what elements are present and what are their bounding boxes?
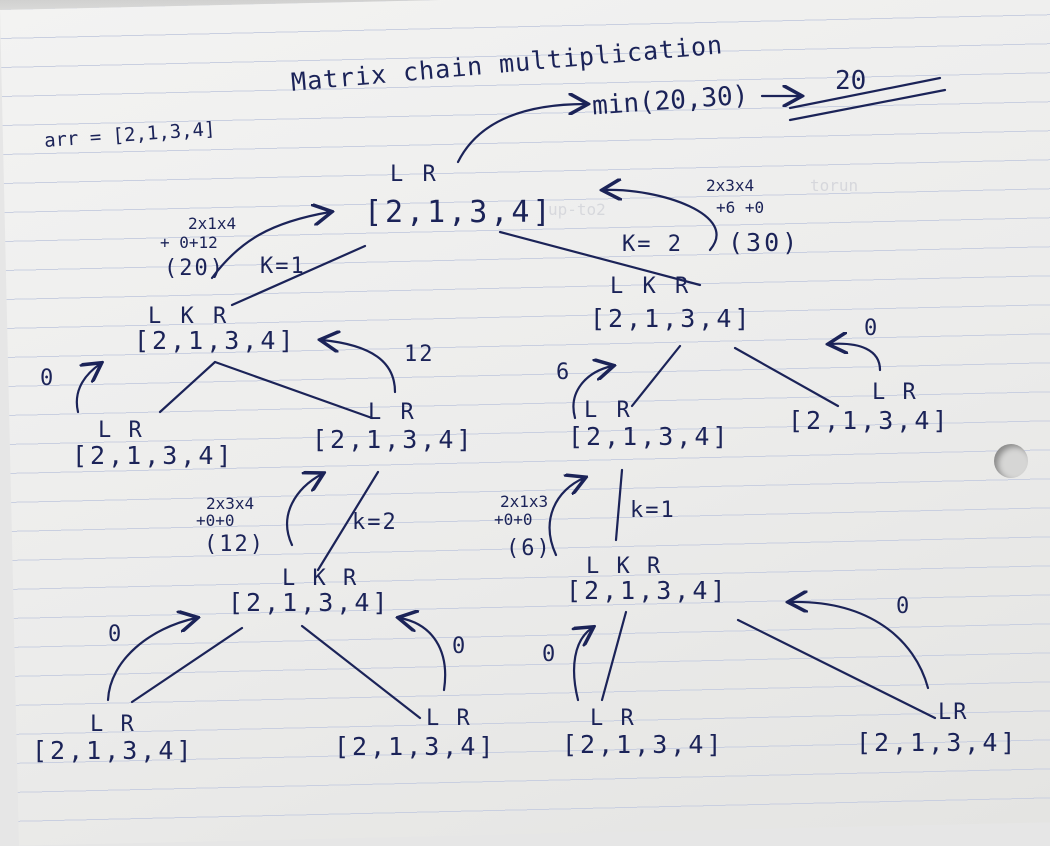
l1left-branch-left: [158, 360, 217, 414]
l3a-labels: L K R: [282, 566, 359, 591]
right-k-label: K= 2: [622, 232, 683, 257]
l4b-array: [2,1,3,4]: [334, 732, 497, 761]
l4b-cost-arrow: [400, 618, 447, 692]
l2b-branch: [316, 470, 380, 572]
l2b-calc-line1: 2x3x4: [206, 494, 255, 513]
right-value-arrow: [604, 190, 718, 252]
l4d-labels: LR: [938, 700, 969, 725]
right-calc-line2: +6 +0: [716, 198, 765, 217]
l3b-array: [2,1,3,4]: [566, 576, 729, 605]
l2b-k-label: k=2: [352, 510, 398, 535]
faded-text-b: torun: [810, 176, 859, 195]
l3b-branch-left: [600, 610, 628, 702]
l3b-labels: L K R: [586, 554, 663, 579]
l2c-array: [2,1,3,4]: [568, 422, 731, 451]
l1-right-labels: L K R: [610, 274, 691, 299]
l2b-labels: L R: [368, 400, 416, 425]
l2d-cost: 0: [864, 316, 880, 341]
right-calc-line1: 2x3x4: [706, 176, 755, 195]
left-calc-line2: + 0+12: [160, 233, 218, 252]
l2c-calc-line2: +0+0: [494, 510, 533, 529]
l3b-branch-right: [736, 618, 937, 720]
l2c-k-label: k=1: [630, 498, 676, 523]
l2c-calc-line1: 2x1x3: [500, 492, 549, 511]
binder-hole: [994, 444, 1028, 478]
l2b-calc-line2: +0+0: [196, 511, 235, 530]
l1-right-array: [2,1,3,4]: [590, 304, 753, 333]
root-array: [2,1,3,4]: [364, 195, 554, 230]
l4c-cost: 0: [542, 642, 558, 667]
l4c-cost-arrow: [574, 628, 592, 702]
root-right-branch: [498, 230, 702, 287]
faded-text-a: up-to2: [548, 200, 606, 219]
left-calc-line1: 2x1x4: [188, 214, 237, 233]
l4a-cost-arrow: [106, 618, 196, 702]
l2c-branch: [614, 468, 624, 542]
l2c-calc-result: (6): [506, 536, 552, 561]
l2a-cost: 0: [40, 366, 56, 391]
l3a-branch-right: [300, 624, 422, 720]
l1right-branch-left: [630, 344, 682, 408]
l2a-labels: L R: [98, 418, 144, 443]
root-to-min-arrow: [456, 104, 586, 164]
right-calc-result: (30): [728, 228, 801, 257]
l4c-array: [2,1,3,4]: [562, 730, 725, 759]
l2c-cost-arrow: [572, 366, 612, 420]
result-underline-2: [788, 88, 947, 122]
l3a-array: [2,1,3,4]: [228, 588, 391, 617]
l2c-cost: 6: [556, 360, 572, 385]
final-result: 20: [835, 66, 867, 96]
l4a-array: [2,1,3,4]: [32, 736, 195, 765]
l1-left-array: [2,1,3,4]: [134, 326, 297, 355]
l2d-cost-arrow: [830, 344, 882, 372]
l4c-labels: L R: [590, 706, 636, 731]
l2d-labels: L R: [872, 380, 918, 405]
l1left-cost-arrow: [322, 340, 397, 394]
l2a-array: [2,1,3,4]: [72, 441, 235, 470]
root-labels: L R: [390, 162, 438, 187]
l4b-labels: L R: [426, 706, 472, 731]
l1-left-labels: L K R: [148, 304, 229, 329]
l1right-branch-right: [733, 346, 840, 408]
l2d-array: [2,1,3,4]: [788, 406, 951, 435]
l2a-cost-arrow: [75, 364, 100, 414]
l2c-cost-arrow: [548, 478, 584, 557]
root-left-branch: [230, 244, 367, 307]
left-k-label: K=1: [260, 254, 306, 279]
l2b-cost-arrow: [286, 474, 322, 547]
l4a-labels: L R: [90, 712, 136, 737]
l4a-cost: 0: [108, 622, 124, 647]
l2b-cost: 12: [404, 342, 435, 367]
l4b-cost: 0: [452, 634, 468, 659]
l2c-labels: L R: [584, 398, 632, 423]
l4d-cost: 0: [896, 594, 912, 619]
left-value-arrow: [210, 212, 330, 280]
l2b-calc-result: (12): [204, 532, 265, 557]
l4d-cost-arrow: [790, 602, 930, 690]
l4d-array: [2,1,3,4]: [856, 728, 1019, 757]
l3a-branch-left: [130, 626, 244, 704]
result-underline-1: [788, 76, 942, 110]
l1left-branch-right: [213, 360, 374, 420]
left-calc-result: (20): [164, 256, 225, 281]
l2b-array: [2,1,3,4]: [312, 425, 475, 454]
